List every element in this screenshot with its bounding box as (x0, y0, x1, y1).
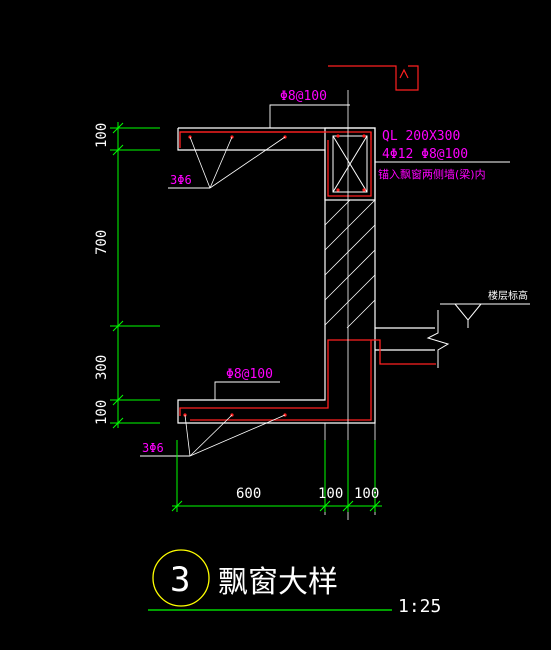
dim-vertical-window: 700 (94, 230, 110, 255)
beam-section-cross (332, 135, 368, 193)
dim-horizontal-wall-left: 100 (318, 486, 343, 502)
floor-level-symbol (440, 303, 530, 328)
bottom-slab-rebar-label: Φ8@100 (226, 367, 273, 382)
break-line-symbol (426, 310, 450, 368)
concrete-outline (177, 127, 435, 424)
rebar-lines (179, 131, 436, 421)
dim-vertical-top-slab: 100 (94, 123, 110, 148)
horizontal-dimension-lines (171, 440, 382, 512)
distribution-bar-leaders (184, 136, 286, 457)
dim-horizontal-projection: 600 (236, 486, 261, 502)
top-slab-distribution-label: 3Φ6 (170, 173, 192, 187)
top-section-mark (328, 65, 419, 91)
dim-vertical-bottom-slab: 100 (94, 400, 110, 425)
beam-rebar-label: 4Φ12 Φ8@100 (382, 147, 468, 162)
bottom-slab-distribution-label: 3Φ6 (142, 441, 164, 455)
beam-label: QL 200X300 (382, 129, 460, 144)
dim-horizontal-wall-right: 100 (354, 486, 379, 502)
floor-level-label: 楼层标高 (488, 289, 528, 302)
title-scale: 1:25 (398, 596, 441, 617)
bottom-rebar-dots (183, 413, 287, 417)
annotation-leaders (140, 104, 510, 457)
vertical-dimension-lines (110, 122, 160, 429)
wall-hatch (324, 199, 376, 329)
title-number-circle (152, 549, 210, 607)
title-name: 飘窗大样 (218, 565, 338, 600)
dim-vertical-sill: 300 (94, 355, 110, 380)
beam-anchor-note: 锚入飘窗两侧墙(梁)内 (378, 167, 486, 181)
title-number: 3 (170, 560, 190, 600)
top-slab-rebar-label: Φ8@100 (280, 89, 327, 104)
